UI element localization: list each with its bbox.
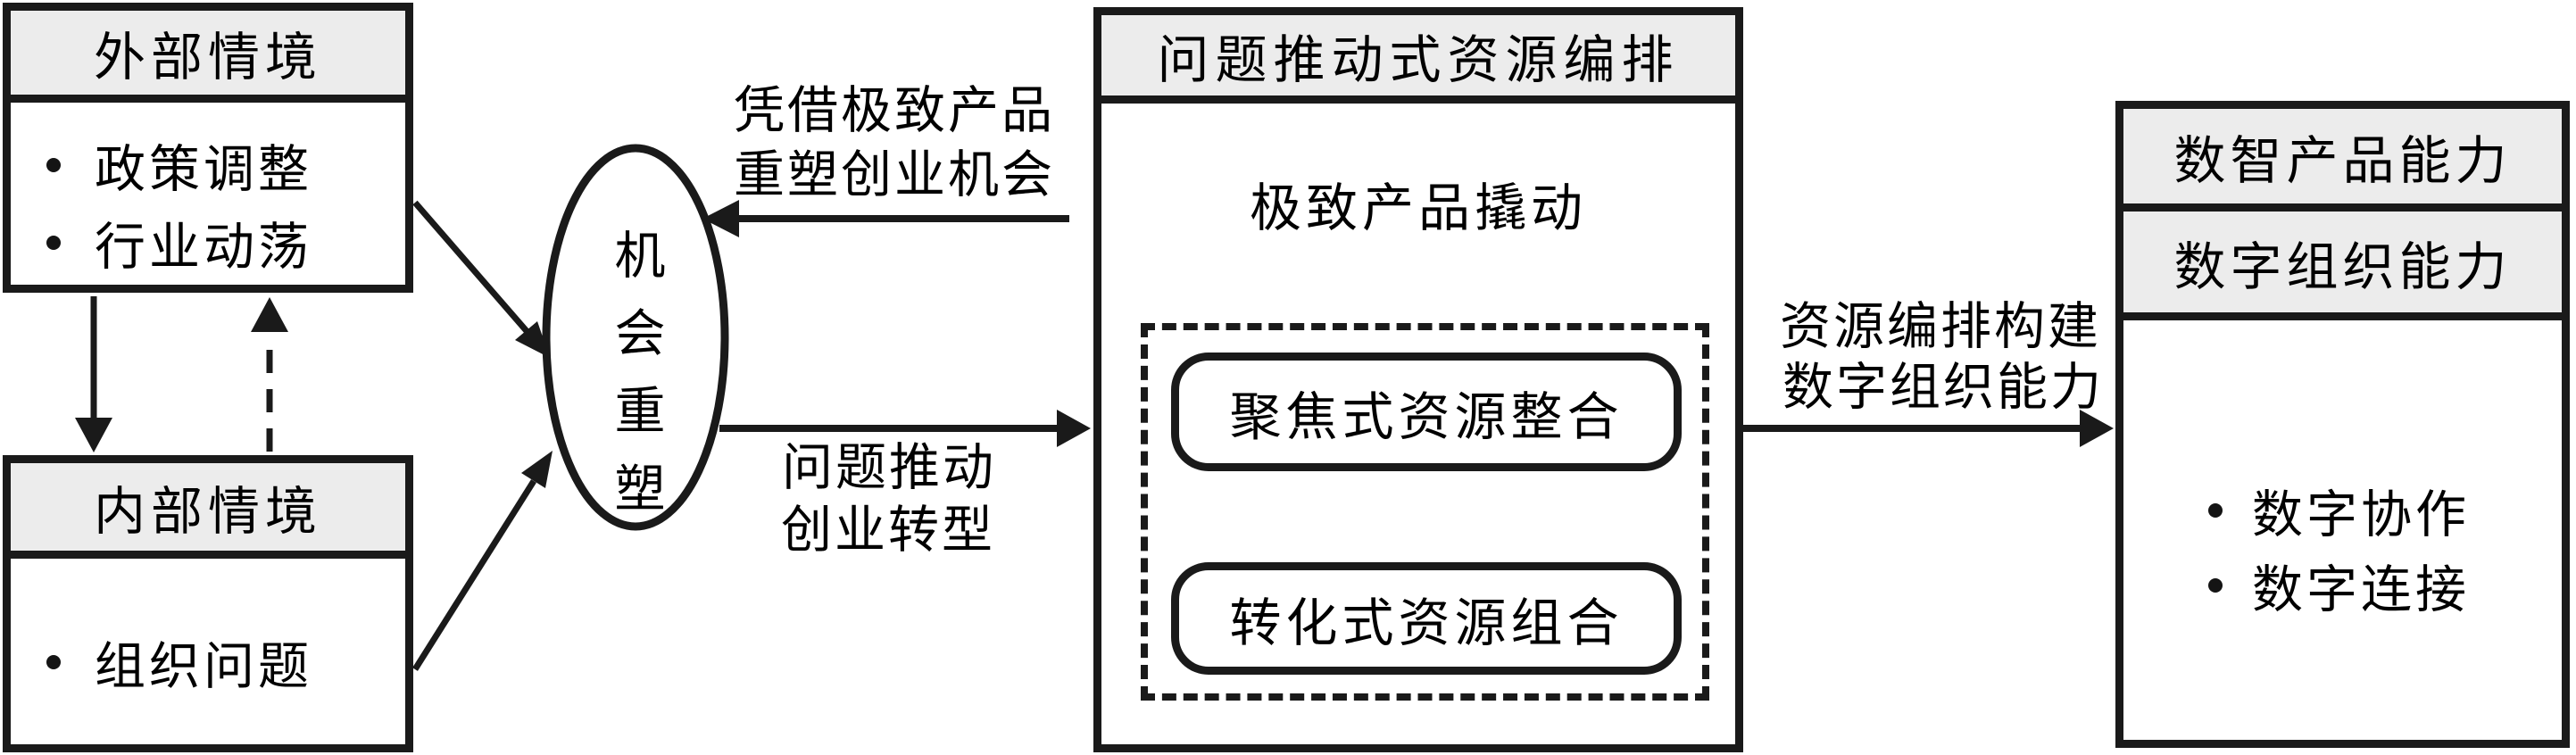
orchestration-to-capability-arrowhead-icon: [2080, 410, 2114, 447]
build-label-line2: 数字组织能力: [1782, 360, 2104, 416]
feedback-label-line2: 重塑创业机会: [734, 147, 1055, 203]
forward-label-line1: 问题推动: [782, 440, 996, 496]
list-item: 数字协作: [2208, 485, 2470, 543]
external-context-title: 外部情境: [93, 29, 322, 87]
internal-context-title: 内部情境: [93, 483, 322, 541]
orchestration-box: 问题推动式资源编排 极致产品撬动 聚焦式资源整合 转化式资源组合: [1093, 7, 1743, 752]
external-bullet-industry: 行业动荡: [95, 220, 312, 276]
external-to-opportunity-line: [412, 200, 529, 334]
external-context-box: 外部情境 政策调整 行业动荡: [3, 3, 413, 293]
feedback-label-line1: 凭借极致产品: [734, 83, 1055, 139]
bullet-dot-icon: [2208, 503, 2223, 518]
list-item: 数字连接: [2208, 560, 2470, 618]
resource-dashed-group: [1141, 323, 1709, 701]
forward-label-line2: 创业转型: [781, 502, 995, 559]
opportunity-to-orchestration-arrowhead-icon: [1057, 410, 1091, 447]
capability-bullet-collaboration: 数字协作: [2252, 487, 2470, 543]
capability-row1-label: 数智产品能力: [2173, 132, 2512, 190]
focused-integration-label: 聚焦式资源整合: [1229, 387, 1624, 446]
internal-context-box: 内部情境 组织问题: [3, 455, 413, 752]
build-label-line1: 资源编排构建: [1780, 299, 2101, 355]
opportunity-ellipse-label: 机会重塑: [607, 228, 663, 539]
transformational-combination-label: 转化式资源组合: [1229, 594, 1624, 652]
focused-integration-node: 聚焦式资源整合: [1171, 353, 1682, 471]
internal-to-opportunity-arrowhead-icon: [521, 451, 553, 488]
orchestration-header: 问题推动式资源编排: [1101, 15, 1735, 104]
bullet-dot-icon: [46, 655, 61, 669]
external-bullet-policy: 政策调整: [95, 142, 312, 198]
external-context-header: 外部情境: [11, 11, 405, 103]
opportunity-ellipse: [542, 144, 729, 531]
bullet-dot-icon: [2208, 578, 2223, 593]
external-to-internal-arrowhead-icon: [75, 418, 112, 452]
capability-box: 数智产品能力 数字组织能力 数字协作 数字连接: [2115, 101, 2570, 748]
capability-bullet-connection: 数字连接: [2252, 562, 2470, 618]
transformational-combination-node: 转化式资源组合: [1171, 562, 1682, 675]
list-item: 政策调整: [46, 140, 312, 198]
list-item: 组织问题: [46, 637, 312, 695]
lever-label: 极致产品撬动: [1249, 179, 1587, 237]
internal-bullet-problems: 组织问题: [95, 639, 312, 695]
bullet-dot-icon: [46, 236, 61, 250]
bullet-dot-icon: [46, 158, 61, 172]
capability-row2: 数字组织能力: [2123, 212, 2562, 320]
orchestration-title: 问题推动式资源编排: [1157, 31, 1680, 89]
capability-row1: 数智产品能力: [2123, 109, 2562, 212]
orchestration-to-opportunity-arrowhead-icon: [702, 200, 739, 237]
internal-to-external-arrowhead-icon: [251, 297, 288, 332]
internal-context-header: 内部情境: [11, 463, 405, 559]
internal-to-opportunity-line: [412, 479, 536, 671]
external-to-opportunity-arrowhead-icon: [515, 321, 550, 358]
capability-row2-label: 数字组织能力: [2173, 237, 2512, 296]
list-item: 行业动荡: [46, 218, 312, 276]
